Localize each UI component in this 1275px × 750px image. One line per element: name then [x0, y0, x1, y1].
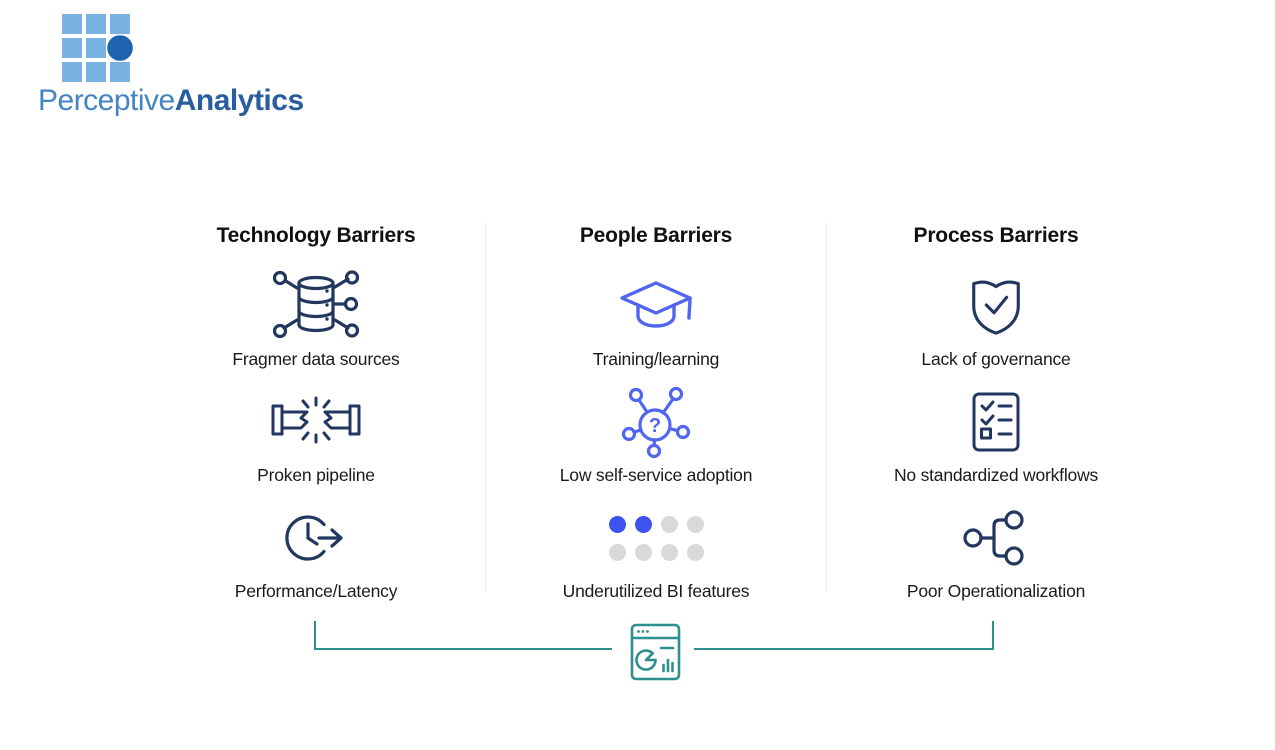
barrier-label: Fragmer data sources	[232, 349, 400, 369]
barrier-label: Low self-service adoption	[559, 465, 753, 485]
barrier-item: No standardized workflows	[826, 380, 1166, 486]
barrier-label: Poor Operationalization	[906, 581, 1086, 601]
shield-check-icon	[968, 275, 1024, 337]
logo-dot-icon	[107, 35, 133, 61]
column-title: Technology Barriers	[216, 224, 416, 247]
barrier-item: Lack of governance	[826, 264, 1166, 370]
barrier-item: ? Low self-service adoption	[486, 380, 826, 486]
column-title: Process Barriers	[913, 224, 1079, 247]
svg-text:?: ?	[649, 415, 661, 437]
bracket-line	[314, 621, 316, 650]
graduation-cap-icon	[618, 279, 694, 333]
checklist-icon	[971, 391, 1021, 453]
bracket-line	[314, 648, 612, 650]
barrier-item: Poor Operationalization	[826, 496, 1166, 602]
bracket-line	[694, 648, 994, 650]
perceptive-analytics-logo: PerceptiveAnalytics	[38, 14, 304, 117]
barrier-item: Performance/Latency	[146, 496, 486, 602]
column-divider	[826, 222, 827, 592]
barrier-item: Underutilized BI features	[486, 496, 826, 602]
bracket-line	[992, 621, 994, 650]
branch-nodes-icon	[962, 507, 1030, 569]
question-network-icon: ?	[621, 385, 691, 459]
barriers-diagram: Technology Barriers	[146, 222, 1166, 612]
barrier-item: Fragmer data sources	[146, 264, 486, 370]
brand-regular: Perceptive	[38, 84, 175, 117]
feature-dots-icon	[608, 515, 704, 561]
barrier-label: Lack of governance	[921, 349, 1071, 369]
logo-wordmark: PerceptiveAnalytics	[38, 85, 304, 117]
performance-latency-icon	[283, 509, 349, 567]
column-process-barriers: Process Barriers Lack of governance	[826, 222, 1166, 612]
bi-dashboard-icon	[630, 623, 681, 681]
brand-bold: Analytics	[174, 84, 304, 117]
logo-grid-icon	[62, 14, 133, 82]
barrier-label: Underutilized BI features	[562, 581, 750, 601]
barrier-label: No standardized workflows	[893, 465, 1099, 485]
column-technology-barriers: Technology Barriers	[146, 222, 486, 612]
broken-pipeline-icon	[270, 393, 362, 451]
column-title: People Barriers	[579, 224, 733, 247]
barrier-label: Performance/Latency	[234, 581, 398, 601]
column-people-barriers: People Barriers Training/learning	[486, 222, 826, 612]
barrier-item: Proken pipeline	[146, 380, 486, 486]
column-divider	[485, 222, 486, 592]
fragmented-data-sources-icon	[268, 270, 364, 342]
barrier-label: Training/learning	[592, 349, 720, 369]
barrier-label: Proken pipeline	[257, 465, 375, 485]
barrier-item: Training/learning	[486, 264, 826, 370]
